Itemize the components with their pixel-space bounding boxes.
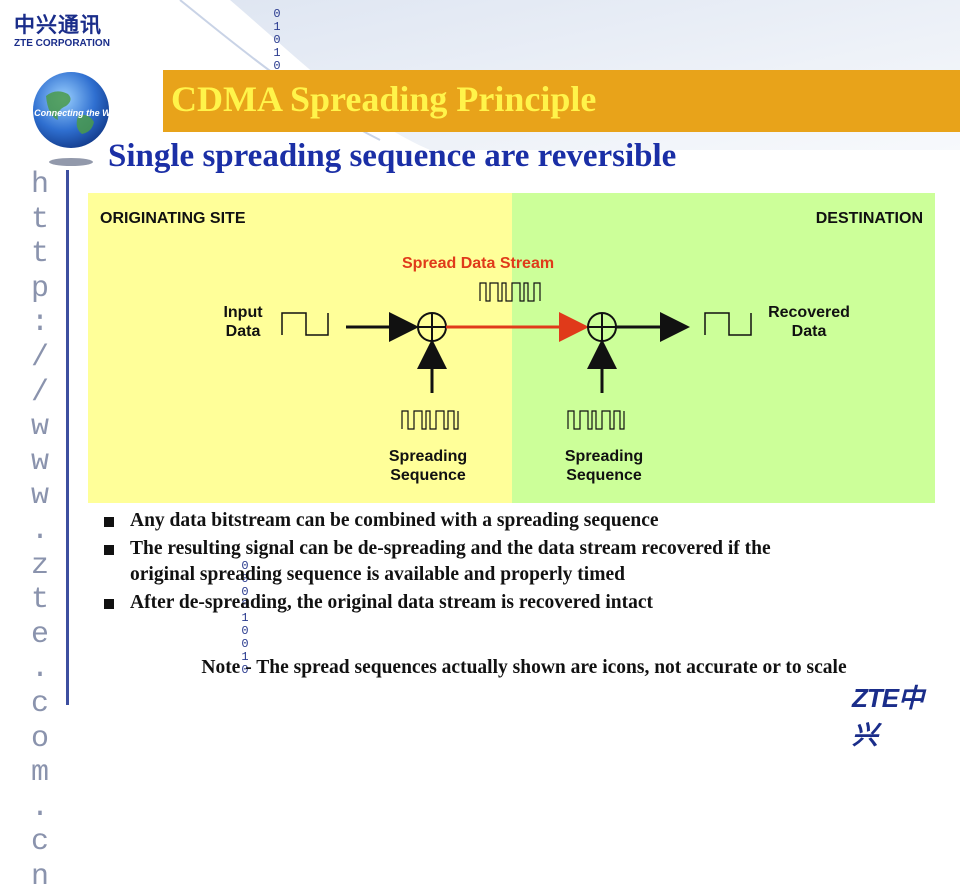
destination-zone bbox=[512, 193, 935, 503]
spread-data-stream-label: Spread Data Stream bbox=[402, 255, 555, 272]
right-xor-mixer-icon bbox=[587, 312, 617, 342]
spreading-diagram: ORIGINATING SITE DESTINATION Spread Data… bbox=[88, 193, 935, 503]
spread-data-waveform bbox=[479, 282, 541, 302]
bullet-text: After de-spreading, the original data st… bbox=[130, 592, 653, 613]
right-spreading-waveform bbox=[567, 410, 625, 430]
bullet-text: The resulting signal can be de-spreading… bbox=[130, 538, 771, 585]
bullet-square-icon bbox=[104, 599, 114, 609]
input-data-label: Input Data bbox=[223, 304, 263, 340]
bullet-list: Any data bitstream can be combined with … bbox=[100, 508, 940, 618]
bullet-square-icon bbox=[104, 517, 114, 527]
bullet-item: Any data bitstream can be combined with … bbox=[100, 508, 940, 534]
vertical-blue-line bbox=[66, 170, 69, 705]
recovered-data-label: Recovered Data bbox=[768, 304, 850, 340]
bullet-square-icon bbox=[104, 545, 114, 555]
logo-english-name: ZTE CORPORATION bbox=[14, 38, 110, 49]
zte-logo: 中兴通讯 ZTE CORPORATION bbox=[14, 14, 134, 50]
tagline-text: ZTE Connecting the World bbox=[16, 108, 126, 118]
recovered-data-waveform bbox=[704, 312, 752, 336]
zte-footer-logo: ZTE中兴 bbox=[852, 678, 936, 750]
left-spreading-sequence-label: Spreading Sequence bbox=[388, 448, 468, 484]
logo-chinese-name: 中兴通讯 bbox=[14, 13, 102, 37]
originating-site-label: ORIGINATING SITE bbox=[100, 210, 246, 227]
bullet-item: The resulting signal can be de-spreading… bbox=[100, 536, 940, 588]
bullet-item: After de-spreading, the original data st… bbox=[100, 590, 940, 616]
right-spreading-sequence-label: Spreading Sequence bbox=[564, 448, 644, 484]
left-spreading-waveform bbox=[401, 410, 459, 430]
destination-label: DESTINATION bbox=[815, 210, 923, 227]
bullet-text: Any data bitstream can be combined with … bbox=[130, 510, 659, 531]
title-bar: CDMA Spreading Principle bbox=[163, 70, 960, 132]
diagram-graphics bbox=[281, 282, 752, 430]
slide-title: CDMA Spreading Principle bbox=[171, 79, 597, 119]
input-data-waveform bbox=[281, 312, 329, 336]
slide-subtitle: Single spreading sequence are reversible bbox=[108, 138, 677, 174]
left-xor-mixer-icon bbox=[417, 312, 447, 342]
globe-icon: ZTE Connecting the World bbox=[16, 72, 126, 166]
footnote: Note - The spread sequences actually sho… bbox=[201, 657, 847, 678]
